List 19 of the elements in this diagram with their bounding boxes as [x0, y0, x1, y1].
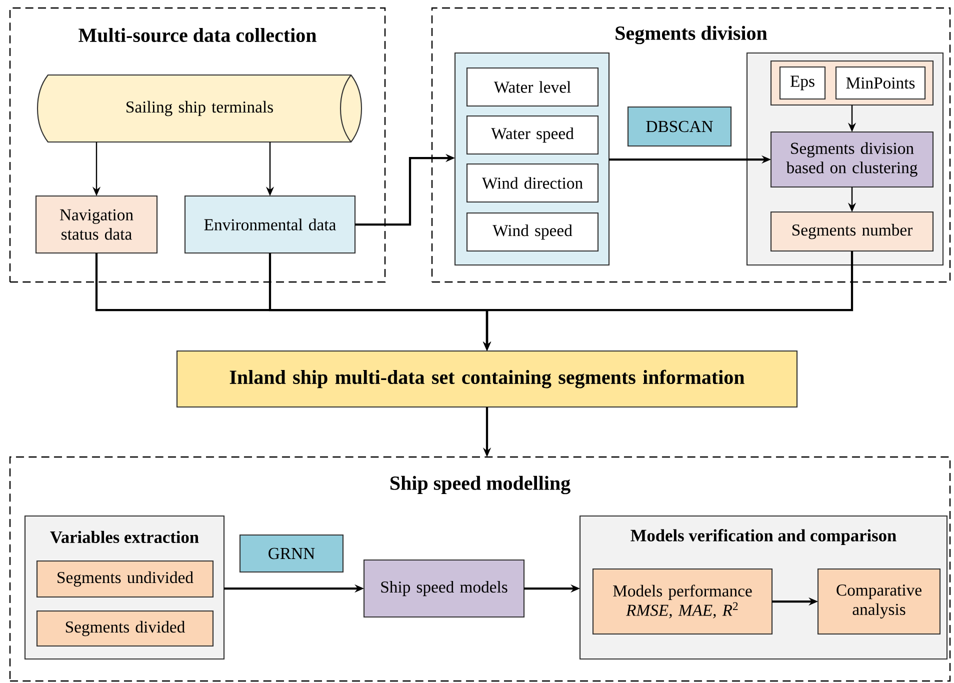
- variable-box: Wind speed: [466, 212, 599, 252]
- variable-box: Segments divided: [36, 610, 214, 647]
- variable-box: Water level: [466, 67, 599, 107]
- method-box: GRNN: [239, 534, 344, 573]
- process-box: Navigation status data: [35, 195, 158, 254]
- method-box: DBSCAN: [627, 106, 732, 147]
- cylinder: Sailing ship terminals: [36, 74, 362, 143]
- process-box: Models performance RMSE, MAE, R$^{2}$: [592, 568, 773, 635]
- parameter-box: MinPoints: [835, 66, 926, 100]
- dataset-box: Inland ship multi-data set containing segments information: [176, 350, 798, 408]
- process-box: Environmental data: [184, 195, 356, 254]
- process-box: Segments number: [770, 211, 934, 252]
- process-box: Ship speed models: [363, 559, 525, 618]
- parameter-box: Eps: [779, 66, 826, 100]
- variable-box: Water speed: [466, 115, 599, 155]
- process-box: Segments division based on clustering: [770, 131, 934, 188]
- variable-box: Segments undivided: [36, 560, 214, 598]
- variable-box: Wind direction: [466, 163, 599, 203]
- process-box: Comparative analysis: [817, 568, 941, 635]
